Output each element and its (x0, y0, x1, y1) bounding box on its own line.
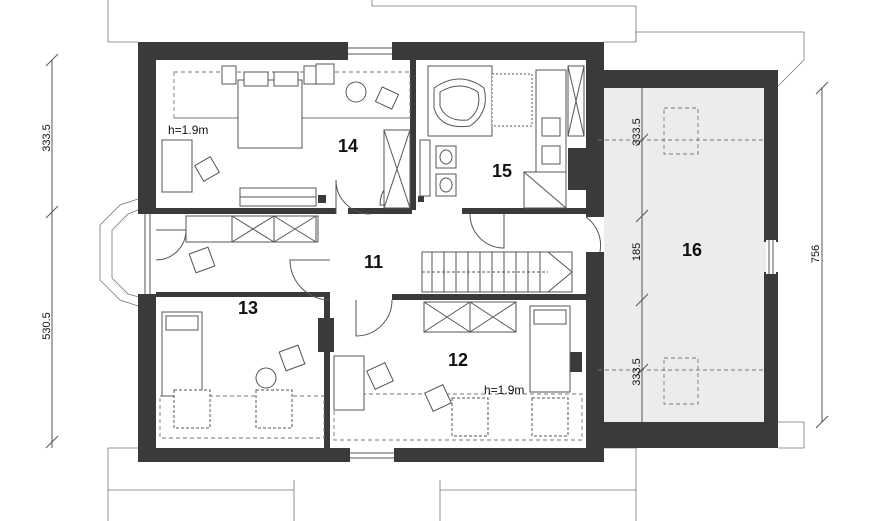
room-16-floor (598, 88, 766, 422)
room-11-furniture (185, 215, 319, 274)
room-15-fixtures (419, 65, 585, 209)
room-label-15: 15 (492, 161, 512, 181)
staircase (421, 251, 573, 293)
openings (138, 42, 776, 462)
room-label-12: 12 (448, 350, 468, 370)
dimension-room16-bottom: 333.5 (631, 358, 643, 386)
height-note-room-12: h=1.9m (484, 383, 524, 397)
room-16-features (598, 107, 766, 405)
dimension-left-top: 333.5 (41, 124, 53, 152)
room-label-14: 14 (338, 136, 358, 156)
dimension-lines (45, 53, 829, 449)
room-14-furniture (161, 63, 411, 209)
room-label-16: 16 (682, 240, 702, 260)
dimension-room16-top: 333.5 (631, 118, 643, 146)
dimension-left-bottom: 530.5 (41, 312, 53, 340)
height-note-room-14: h=1.9m (168, 123, 208, 137)
room-12-furniture (333, 301, 583, 441)
dimension-right-total: 756 (810, 245, 822, 263)
room-13-furniture (159, 311, 325, 439)
walls (138, 42, 778, 462)
dimension-room16-mid: 185 (631, 243, 643, 261)
room-label-13: 13 (238, 298, 258, 318)
room-label-11: 11 (364, 252, 383, 272)
